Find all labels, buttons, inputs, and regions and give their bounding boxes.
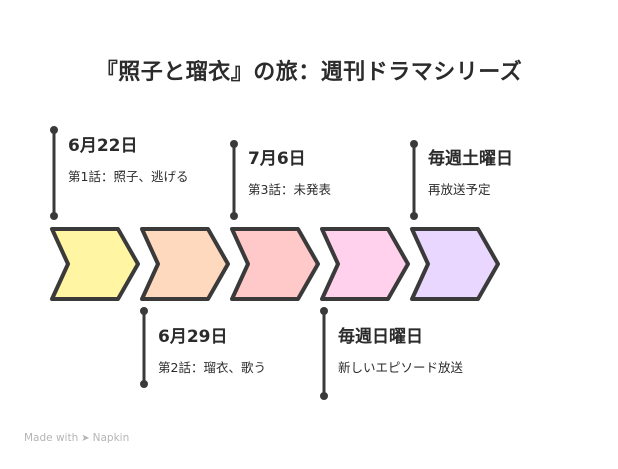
connector-2-dot-bottom (140, 380, 148, 388)
event-description: 再放送予定 (428, 182, 491, 197)
napkin-logo-icon: ➤ (81, 432, 90, 444)
connector-5-dot-top (410, 140, 418, 148)
event-date: 毎週土曜日 (428, 149, 513, 169)
connector-4-dot-bottom (320, 392, 328, 400)
event-date: 6月29日 (158, 327, 228, 347)
event-description: 第2話：瑠衣、歌う (158, 360, 266, 375)
event-description: 新しいエピソード放送 (338, 360, 464, 375)
event-date: 6月22日 (68, 136, 138, 156)
event-date: 7月6日 (248, 149, 306, 169)
event-description: 第1話：照子、逃げる (68, 169, 189, 184)
connector-2-dot-top (140, 307, 148, 315)
event-label-2: 6月29日 第2話：瑠衣、歌う (158, 327, 308, 376)
chevron-4 (320, 227, 410, 301)
made-with-text: Made with (24, 432, 79, 444)
event-date: 毎週日曜日 (338, 327, 423, 347)
connector-1-dot-top (50, 126, 58, 134)
event-label-1: 6月22日 第1話：照子、逃げる (68, 136, 208, 185)
page-title: 『照子と瑠衣』の旅：週刊ドラマシリーズ (95, 60, 523, 85)
connector-5-dot-bottom (410, 212, 418, 220)
connector-4-dot-top (320, 307, 328, 315)
chevron-5 (410, 227, 500, 301)
made-with-napkin-footer: Made with ➤ Napkin (24, 432, 129, 444)
connector-1-dot-bottom (50, 212, 58, 220)
connector-3-dot-top (230, 140, 238, 148)
napkin-brand: Napkin (92, 432, 130, 444)
chevron-1 (50, 227, 140, 301)
event-label-5: 毎週土曜日 再放送予定 (428, 149, 578, 198)
event-label-3: 7月6日 第3話：未発表 (248, 149, 398, 198)
event-label-4: 毎週日曜日 新しいエピソード放送 (338, 327, 488, 376)
chevron-2 (140, 227, 230, 301)
connector-3-dot-bottom (230, 212, 238, 220)
chevron-3 (230, 227, 320, 301)
event-description: 第3話：未発表 (248, 182, 331, 197)
